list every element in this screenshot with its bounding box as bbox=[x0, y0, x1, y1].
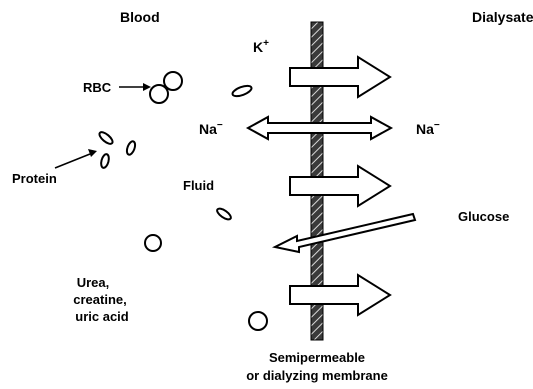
fluid-droplet bbox=[215, 207, 232, 222]
rbc-cell-1 bbox=[150, 85, 168, 103]
protein-pointer-head bbox=[88, 149, 97, 157]
rbc-pointer-head bbox=[143, 83, 151, 91]
urea-particle-1 bbox=[145, 235, 161, 251]
protein-pointer-line bbox=[55, 154, 90, 168]
rbc-cell-2 bbox=[164, 72, 182, 90]
glucose-label: Glucose bbox=[458, 209, 509, 224]
urea-label-line2: creatine, bbox=[73, 292, 126, 307]
rbc-label: RBC bbox=[83, 80, 112, 95]
arrow-fluid-right bbox=[290, 166, 390, 206]
urea-particle-2 bbox=[249, 312, 267, 330]
blood-title: Blood bbox=[120, 9, 160, 25]
potassium-charge: + bbox=[263, 38, 269, 49]
urea-label-line1: Urea, bbox=[77, 275, 110, 290]
potassium-label: K+ bbox=[253, 38, 269, 55]
sodium-left-symbol: Na bbox=[199, 121, 217, 137]
membrane-caption-line2: or dialyzing membrane bbox=[246, 368, 388, 383]
sodium-right-label: Na− bbox=[416, 120, 440, 137]
sodium-right-symbol: Na bbox=[416, 121, 434, 137]
protein-molecule-3 bbox=[100, 153, 110, 168]
particle-upper bbox=[231, 84, 253, 98]
protein-molecule-1 bbox=[98, 130, 115, 146]
sodium-left-charge: − bbox=[217, 120, 223, 131]
protein-molecule-2 bbox=[125, 140, 136, 156]
fluid-label: Fluid bbox=[183, 178, 214, 193]
arrow-urea-right bbox=[290, 275, 390, 315]
membrane-caption-line1: Semipermeable bbox=[269, 350, 365, 365]
arrow-glucose-into-blood bbox=[275, 214, 415, 252]
dialysate-title: Dialysate bbox=[472, 9, 533, 25]
potassium-symbol: K bbox=[253, 39, 263, 55]
sodium-right-charge: − bbox=[434, 120, 440, 131]
sodium-left-label: Na− bbox=[199, 120, 223, 137]
urea-label-line3: uric acid bbox=[75, 309, 129, 324]
protein-label: Protein bbox=[12, 171, 57, 186]
arrow-potassium-right bbox=[290, 57, 390, 97]
